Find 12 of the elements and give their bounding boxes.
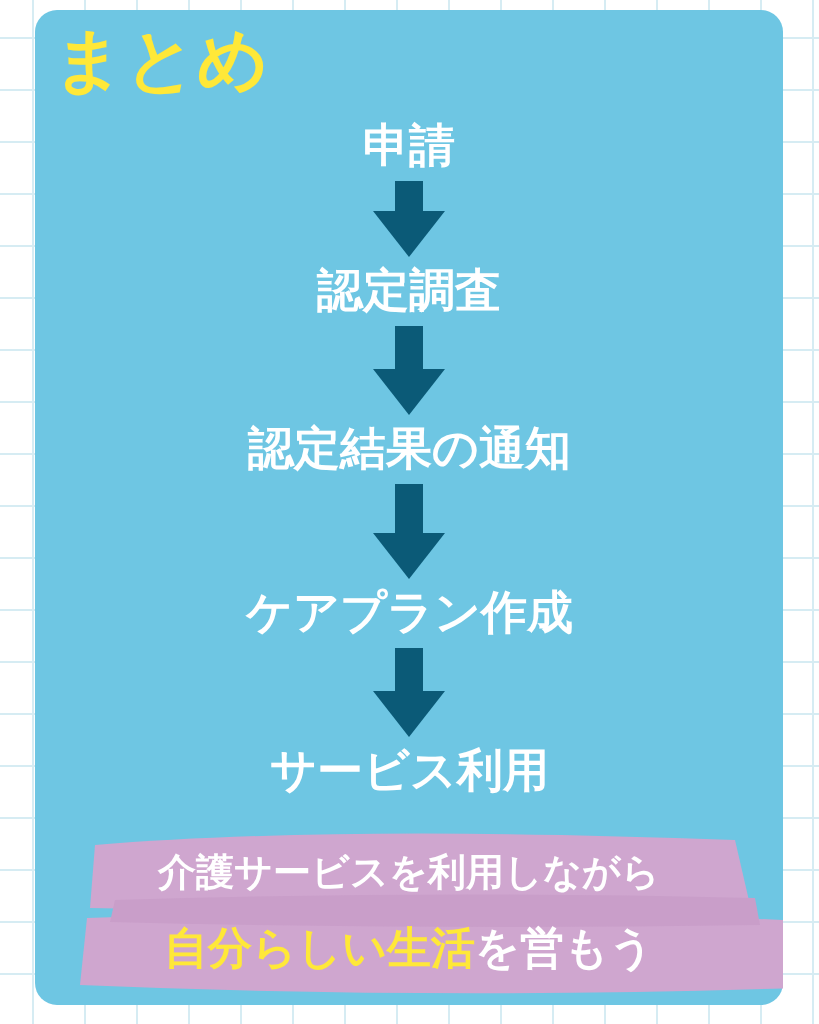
- slogan-text: 自分らしい生活を営もう: [164, 922, 654, 975]
- step-text: 認定結果の通知: [247, 416, 571, 480]
- arrow: [373, 326, 445, 415]
- slogan-text: 介護サービスを利用しながら: [158, 850, 660, 896]
- step-text: 申請: [363, 113, 455, 177]
- title: まとめ: [53, 22, 269, 99]
- arrow: [373, 484, 445, 579]
- step-text: 認定調査: [317, 258, 501, 322]
- arrow: [373, 181, 445, 257]
- step-text: ケアプラン作成: [245, 580, 573, 644]
- step-text: サービス利用: [269, 738, 549, 802]
- arrow: [373, 648, 445, 737]
